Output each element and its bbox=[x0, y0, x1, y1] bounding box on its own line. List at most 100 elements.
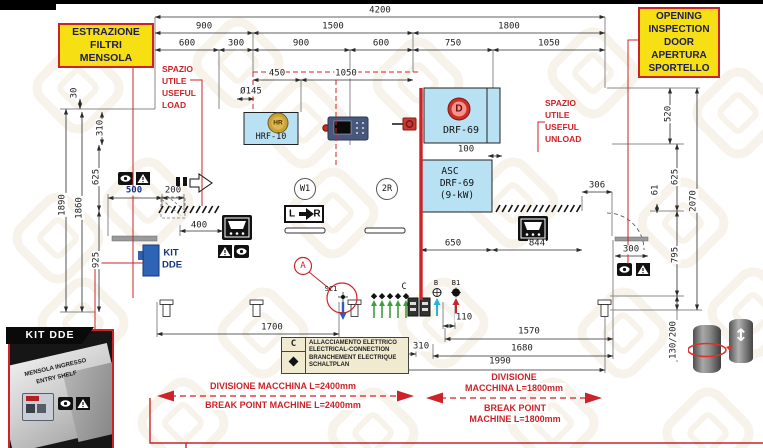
callout-a-label: A bbox=[300, 261, 306, 271]
warning-icon bbox=[636, 263, 650, 276]
sc1-label: SC1 bbox=[324, 285, 338, 293]
sc1-highlight-circle bbox=[326, 282, 358, 314]
note-line: SPAZIO bbox=[162, 64, 194, 74]
note-line: UTILE bbox=[162, 76, 187, 86]
dim-table: 200 bbox=[163, 185, 183, 196]
dim-left: 1860 bbox=[74, 196, 85, 220]
break-left-subtitle: BREAK POINT MACHINE L=2400mm bbox=[203, 400, 363, 410]
dim-foot-height: 130/200 bbox=[668, 320, 679, 360]
dim-left: 1890 bbox=[57, 193, 68, 217]
legend-line: SCHALTPLAN bbox=[309, 362, 350, 369]
right-arrow-icon bbox=[306, 208, 314, 220]
kit-dde-device-label: KIT bbox=[163, 247, 179, 259]
estrazione-callout: ESTRAZIONE FILTRI MENSOLA bbox=[58, 23, 154, 68]
viewport-icon-left bbox=[222, 215, 252, 240]
eye-icon bbox=[617, 263, 632, 276]
dim-sub: 750 bbox=[443, 38, 463, 49]
break-right-title: DIVISIONE bbox=[489, 372, 539, 382]
dim-bottom: 1570 bbox=[517, 326, 541, 337]
legend-text: ALLACCIAMENTO ELETTRICO ELECTRICAL-CONNE… bbox=[306, 338, 408, 373]
dim-load: 450 bbox=[267, 68, 287, 79]
direction-left: L bbox=[288, 208, 296, 220]
unload-shelf-bar bbox=[614, 236, 649, 242]
entry-shelf-bar bbox=[111, 235, 158, 242]
component-boxes bbox=[243, 87, 501, 213]
note-line: USEFUL bbox=[162, 88, 196, 98]
dim-left: 925 bbox=[91, 250, 102, 270]
utility-connections bbox=[338, 287, 461, 320]
warning-icon bbox=[136, 172, 150, 185]
break-left-title: DIVISIONE MACCHINA L=2400mm bbox=[208, 381, 358, 391]
wash-zone-w1: W1 bbox=[299, 184, 311, 194]
useful-unload-note: SPAZIO UTILE USEFUL UNLOAD bbox=[545, 97, 581, 145]
dim-sub: 600 bbox=[371, 38, 391, 49]
dim-right: 300 bbox=[621, 244, 641, 255]
dim-bottom: 1990 bbox=[488, 356, 512, 367]
dim-right: 520 bbox=[663, 104, 674, 124]
dim-right: 100 bbox=[456, 144, 476, 155]
b1-label: B1 bbox=[451, 279, 461, 287]
callout-line: DOOR bbox=[664, 37, 694, 48]
eye-icon bbox=[234, 245, 249, 258]
viewport-icon-right bbox=[518, 216, 548, 241]
green-arrows bbox=[373, 306, 407, 318]
rotation-arrow-icon bbox=[688, 342, 732, 358]
callout-a-circle bbox=[293, 256, 313, 276]
adjustable-feet-photo: ↕ bbox=[688, 318, 763, 376]
legend-line: ELECTRICAL-CONNECTION bbox=[309, 347, 390, 354]
dim-right: 306 bbox=[587, 180, 607, 191]
eye-icon bbox=[58, 397, 73, 410]
dim-right: 625 bbox=[670, 167, 681, 187]
foot-cylinder bbox=[729, 319, 753, 363]
callout-line: INSPECTION bbox=[648, 24, 710, 35]
break-right-title2: MACCHINA L=1800mm bbox=[463, 383, 565, 393]
bottom-callout-frame bbox=[149, 398, 763, 448]
load-direction-arrow-icon bbox=[176, 173, 213, 193]
kit-dde-device bbox=[142, 244, 160, 277]
note-line: UNLOAD bbox=[545, 134, 582, 144]
callout-line: APERTURA bbox=[651, 50, 707, 61]
electrical-legend: C ALLACCIAMENTO ELETTRICO ELECTRICAL-CON… bbox=[281, 337, 409, 374]
hrf10-label: HRF-10 bbox=[255, 132, 287, 142]
warning-icon bbox=[218, 245, 232, 258]
electrical-diamond-icon bbox=[288, 356, 299, 367]
dim-sub: 900 bbox=[291, 38, 311, 49]
machine-feet bbox=[159, 299, 612, 317]
electrical-diamond-icons bbox=[370, 293, 410, 300]
b-label: B bbox=[433, 279, 439, 287]
warning-icon bbox=[76, 397, 90, 410]
note-line: SPAZIO bbox=[545, 98, 577, 108]
legend-symbol-column: C bbox=[282, 338, 306, 373]
dim-section: 1800 bbox=[497, 21, 521, 32]
kit-dde-leader bbox=[94, 262, 143, 330]
dim-bottom: 110 bbox=[454, 312, 474, 323]
dim-right: 795 bbox=[670, 245, 681, 265]
plug-icon bbox=[402, 117, 417, 131]
callout-line: OPENING bbox=[655, 11, 703, 22]
dim-right: 2070 bbox=[688, 189, 699, 213]
wash-marks bbox=[284, 178, 406, 234]
connector-box bbox=[407, 297, 419, 317]
kit-dde-banner: KIT DDE bbox=[6, 327, 94, 344]
dim-bottom: 310 bbox=[411, 341, 431, 352]
callout-line: SPORTELLO bbox=[648, 63, 710, 74]
note-line: UTILE bbox=[545, 110, 570, 120]
dim-mid: 650 bbox=[443, 238, 463, 249]
legend-line: ALLACCIAMENTO ELETTRICO bbox=[309, 340, 397, 346]
asc-label: ASC bbox=[441, 166, 459, 177]
asc-label: DRF-69 bbox=[439, 178, 475, 189]
kit-dde-photo: MENSOLA INGRESSO ENTRY SHELF bbox=[8, 329, 114, 448]
photo-control-panel bbox=[22, 393, 54, 421]
dim-bottom: 1700 bbox=[260, 322, 284, 333]
dim-sub: 1050 bbox=[537, 38, 561, 49]
legend-c: C bbox=[282, 338, 305, 352]
dim-bottom: 1680 bbox=[510, 343, 534, 354]
break-right-subtitle: BREAK POINT bbox=[481, 403, 549, 413]
callout-line: ESTRAZIONE bbox=[72, 26, 140, 38]
dim-left: 625 bbox=[91, 167, 102, 187]
useful-load-note: SPAZIO UTILE USEFUL LOAD bbox=[162, 63, 196, 111]
d-badge: D bbox=[455, 103, 463, 115]
dim-section: 1500 bbox=[321, 21, 345, 32]
dim-mid: 844 bbox=[527, 238, 547, 249]
